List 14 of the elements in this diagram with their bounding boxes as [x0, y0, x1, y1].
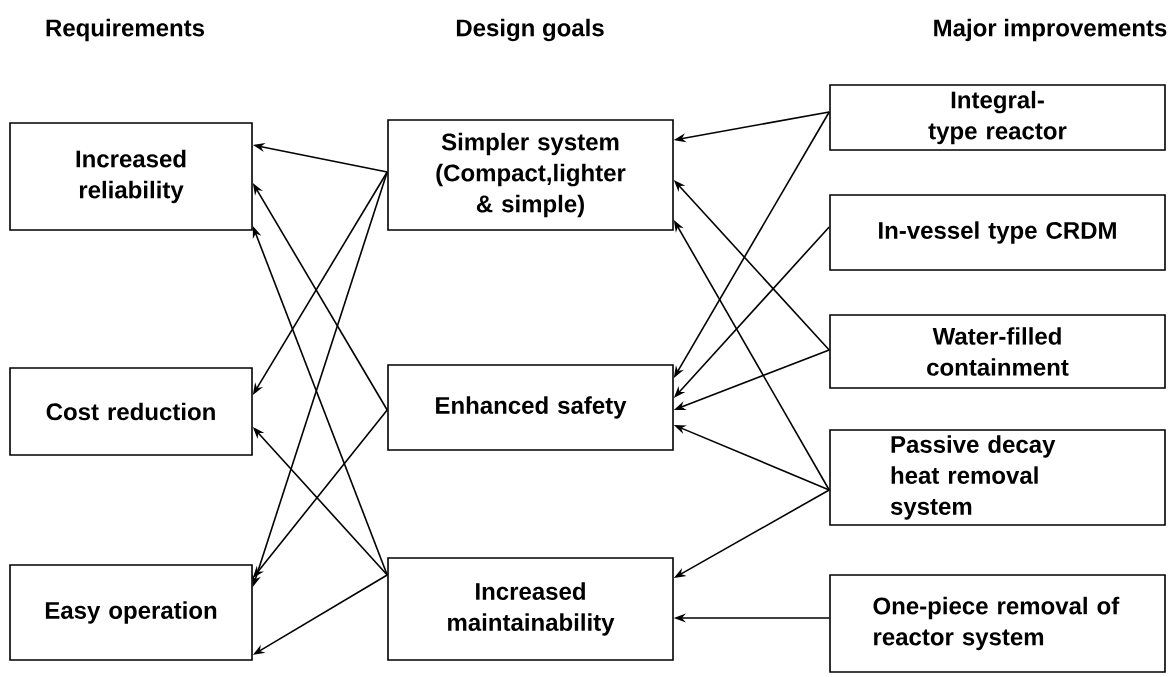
box: In-vessel type CRDM: [829, 194, 1166, 271]
box: One-piece removal of reactor system: [829, 574, 1166, 673]
box: Cost reduction: [9, 367, 253, 456]
box: Increased maintainability: [387, 557, 674, 661]
box: Simpler system (Compact,lighter & simple): [387, 119, 674, 231]
box: Water-filled containment: [829, 314, 1166, 389]
box: Increased reliability: [9, 122, 253, 231]
box: Integral-type reactor: [829, 84, 1166, 151]
column-heading: Design goals: [456, 18, 604, 42]
column-heading: Major improvements: [934, 18, 1167, 42]
box: Enhanced safety: [387, 364, 674, 451]
box: Easy operation: [9, 564, 253, 661]
column-heading: Requirements: [46, 18, 205, 42]
box: Passive decay heat removal system: [829, 429, 1166, 526]
